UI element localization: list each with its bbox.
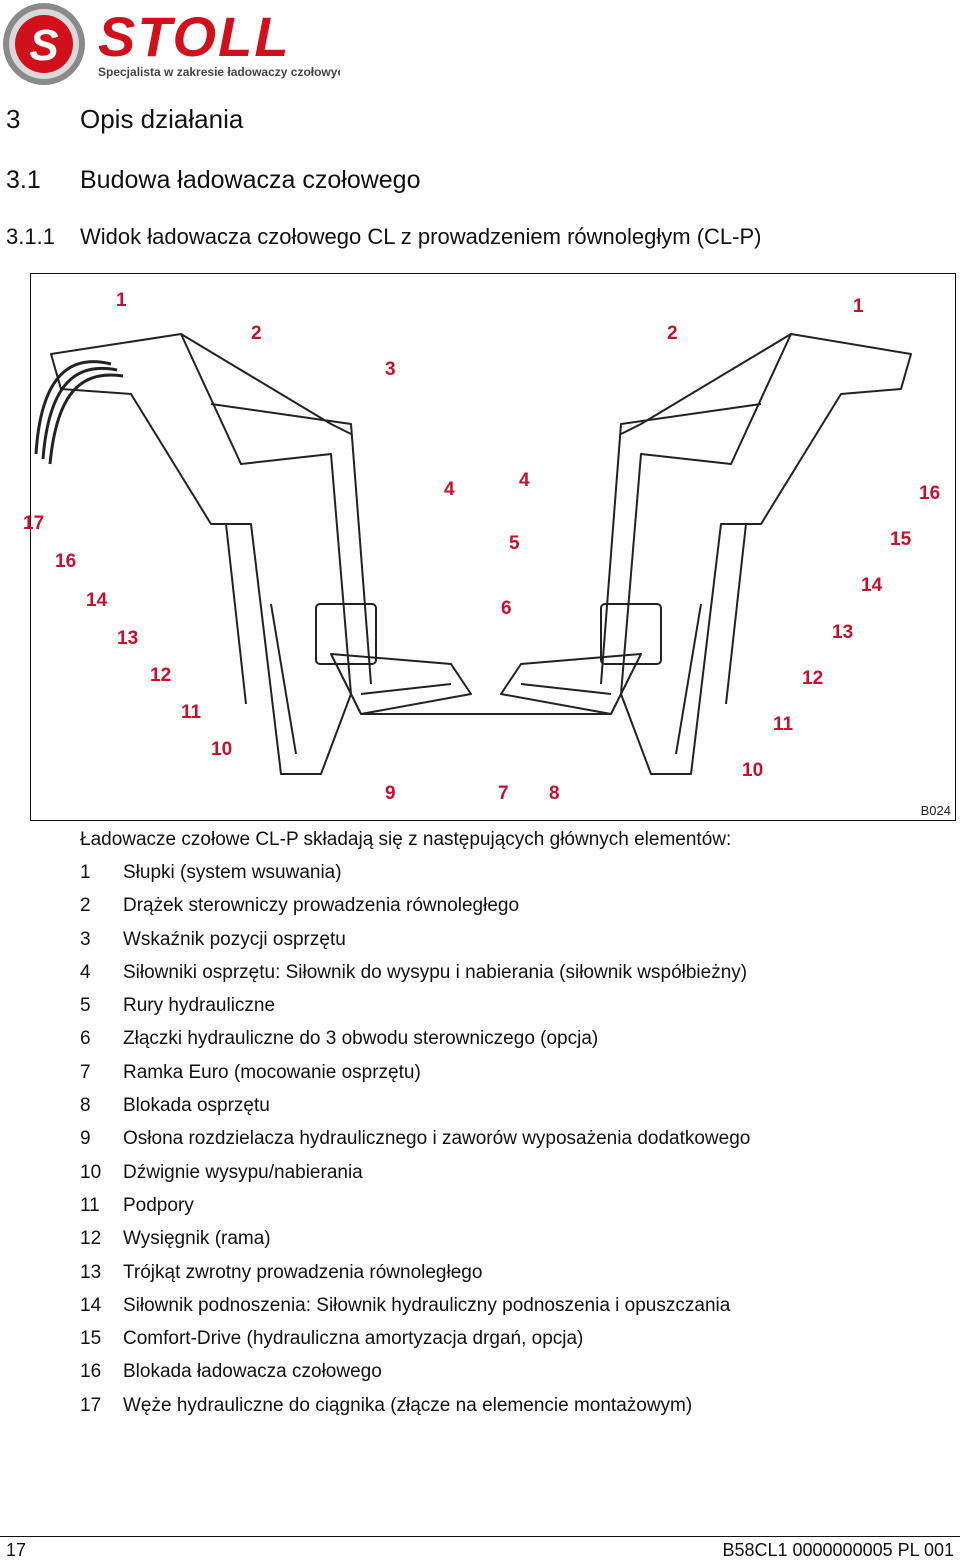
logo-tagline: Specjalista w zakresie ładowaczy czołowy… (98, 65, 340, 79)
legend-number: 15 (80, 1328, 102, 1350)
legend-number: 8 (80, 1095, 91, 1117)
heading-title: Opis działania (80, 104, 244, 134)
legend-text: Comfort-Drive (hydrauliczna amortyzacja … (123, 1328, 584, 1350)
callout-label: 11 (181, 702, 202, 723)
callout-label: 12 (150, 665, 172, 686)
legend-item: 5 Rury hydrauliczne (80, 995, 750, 1028)
loader-figure: 1 1 2 2 3 4 4 5 6 7 8 9 10 10 11 11 12 1… (23, 273, 956, 821)
legend-text: Osłona rozdzielacza hydraulicznego i zaw… (123, 1128, 751, 1150)
legend-number: 2 (80, 895, 91, 917)
callout-label: 7 (498, 783, 509, 804)
legend-item: 7 Ramka Euro (mocowanie osprzętu) (80, 1062, 750, 1095)
legend-item: 9 Osłona rozdzielacza hydraulicznego i za… (80, 1128, 750, 1161)
legend-text: Blokada ładowacza czołowego (123, 1361, 382, 1383)
legend-number: 3 (80, 928, 91, 950)
callout-label: 6 (501, 598, 512, 619)
callout-label: 5 (509, 533, 520, 554)
legend-item: 6 Złączki hydrauliczne do 3 obwodu sterow… (80, 1028, 750, 1061)
callout-label: 16 (919, 483, 941, 504)
logo-letter: S (29, 21, 58, 70)
legend-item: 2 Drążek sterowniczy prowadzenia równoleg… (80, 895, 750, 928)
legend-text: Węże hydrauliczne do ciągnika (złącze na… (123, 1394, 693, 1416)
legend-text: Rury hydrauliczne (123, 995, 276, 1017)
callout-label: 10 (211, 739, 233, 760)
legend-item: 13 Trójkąt zwrotny prowadzenia równoległe… (80, 1262, 750, 1295)
document-code: B58CL1 0000000005 PL 001 (722, 1540, 954, 1560)
legend-item: 10 Dźwignie wysypu/nabierania (80, 1162, 750, 1195)
legend-item: 12 Wysięgnik (rama) (80, 1228, 750, 1261)
callout-label: 16 (55, 551, 77, 572)
legend-text: Słupki (system wsuwania) (123, 862, 342, 883)
heading-number: 3 (6, 104, 21, 134)
legend-item: 4 Siłowniki osprzętu: Siłownik do wysypu … (80, 962, 750, 995)
heading-number: 3.1.1 (6, 224, 55, 249)
legend-item: 8 Blokada osprzętu (80, 1095, 750, 1128)
legend-text: Złączki hydrauliczne do 3 obwodu sterown… (123, 1028, 599, 1050)
legend-number: 10 (80, 1161, 102, 1183)
callout-label: 12 (802, 668, 824, 689)
heading-section: 3.1 Budowa ładowacza czołowego (6, 166, 421, 195)
legend-item: 17 Węże hydrauliczne do ciągnika (złącze … (80, 1395, 750, 1428)
callout-label: 3 (385, 359, 396, 380)
heading-subsection: 3.1.1 Widok ładowacza czołowego CL z prow… (6, 224, 761, 250)
callout-label: 14 (861, 575, 883, 596)
legend-text: Ramka Euro (mocowanie osprzętu) (123, 1061, 421, 1083)
legend-text: Podpory (123, 1194, 194, 1216)
legend-number: 6 (80, 1028, 91, 1050)
callout-label: 8 (549, 783, 560, 804)
callout-label: 13 (117, 628, 139, 649)
callout-label: 2 (667, 323, 678, 344)
legend-number: 13 (80, 1261, 102, 1283)
legend-text: Blokada osprzętu (123, 1095, 270, 1117)
legend-text: Drążek sterowniczy prowadzenia równoległ… (123, 895, 520, 917)
callout-label: 15 (890, 529, 912, 550)
stoll-logo: S STOLL Specjalista w zakresie ładowaczy… (0, 0, 355, 88)
callout-label: 1 (116, 290, 127, 311)
legend-number: 12 (80, 1228, 102, 1250)
callout-label: 4 (444, 479, 455, 500)
legend-text: Siłownik podnoszenia: Siłownik hydraulic… (123, 1294, 731, 1316)
callout-label: 13 (832, 622, 854, 643)
legend-intro: Ładowacze czołowe CL-P składają się z na… (80, 829, 732, 850)
legend-number: 1 (80, 862, 91, 883)
legend-number: 4 (80, 961, 91, 983)
heading-number: 3.1 (6, 166, 41, 194)
page-number: 17 (6, 1540, 27, 1560)
legend-item: 15 Comfort-Drive (hydrauliczna amortyzacj… (80, 1328, 750, 1361)
legend-number: 9 (80, 1128, 91, 1150)
loader-drawing (34, 333, 912, 775)
legend-number: 16 (80, 1361, 102, 1383)
legend-text: Wysięgnik (rama) (123, 1228, 271, 1250)
legend-item: 16 Blokada ładowacza czołowego (80, 1361, 750, 1394)
legend-item: 11 Podpory (80, 1195, 750, 1228)
legend-text: Siłowniki osprzętu: Siłownik do wysypu i… (123, 961, 748, 983)
callout-label: 9 (385, 783, 396, 804)
heading-chapter: 3 Opis działania (6, 104, 243, 135)
legend-number: 5 (80, 995, 91, 1017)
logo-brand: STOLL (98, 5, 291, 68)
callout-label: 4 (519, 470, 530, 491)
callout-label: 10 (742, 760, 764, 781)
heading-title: Budowa ładowacza czołowego (80, 166, 421, 194)
callout-label: 17 (23, 513, 45, 534)
legend-number: 17 (80, 1394, 102, 1416)
legend-text: Trójkąt zwrotny prowadzenia równoległego (123, 1261, 483, 1283)
legend-number: 11 (80, 1194, 100, 1216)
callout-label: 11 (773, 714, 794, 735)
legend-list: 1 Słupki (system wsuwania) 2 Drążek sterow… (80, 862, 750, 1428)
callout-label: 1 (853, 296, 864, 317)
figure-code: B024 (920, 803, 951, 818)
legend-item: 3 Wskaźnik pozycji osprzętu (80, 929, 750, 962)
legend-item: 1 Słupki (system wsuwania) (80, 862, 750, 895)
legend-text: Dźwignie wysypu/nabierania (123, 1161, 363, 1183)
legend-number: 14 (80, 1294, 102, 1316)
footer-divider (0, 1536, 960, 1537)
heading-title: Widok ładowacza czołowego CL z prowadzen… (80, 224, 762, 249)
callout-label: 2 (251, 323, 262, 344)
legend-item: 14 Siłownik podnoszenia: Siłownik hydraul… (80, 1295, 750, 1328)
legend-text: Wskaźnik pozycji osprzętu (123, 928, 346, 950)
callout-label: 14 (86, 590, 108, 611)
legend-number: 7 (80, 1061, 91, 1083)
